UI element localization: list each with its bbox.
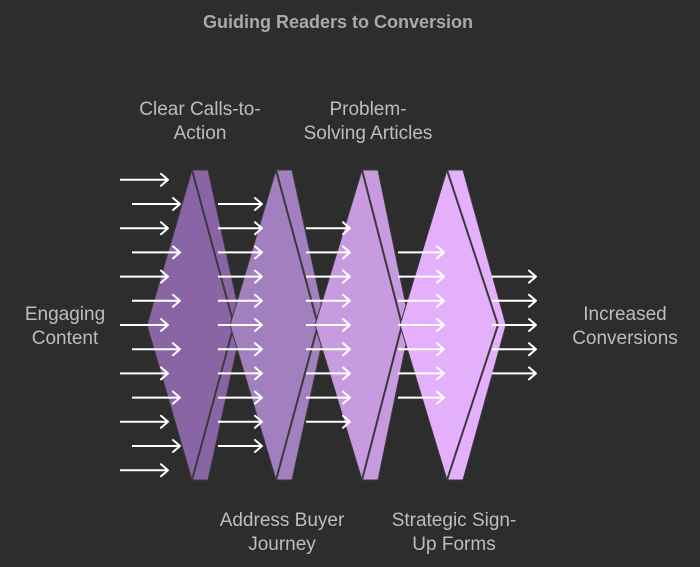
flow-arrow (120, 366, 169, 381)
flow-arrow (132, 342, 181, 357)
flow-arrow (306, 318, 351, 332)
flow-arrow (398, 318, 445, 332)
input-label: Engaging Content (24, 304, 106, 349)
flow-arrow (398, 293, 445, 308)
flow-arrow (398, 342, 445, 357)
flow-arrow (218, 221, 263, 236)
flow-arrow (306, 269, 351, 284)
flow-arrow (218, 342, 263, 357)
flow-arrow (306, 293, 351, 308)
flow-arrow (306, 366, 351, 381)
flow-arrow (218, 366, 263, 381)
flow-arrow (306, 245, 351, 260)
flow-arrow (306, 221, 351, 236)
flow-arrow (218, 439, 263, 453)
flow-arrow (492, 269, 537, 284)
flow-arrow (120, 318, 169, 332)
flow-arrow (218, 293, 263, 308)
flow-arrow (398, 269, 445, 284)
flow-arrow (132, 390, 181, 405)
stage-label-clear-calls-to-action: Clear Calls-to- Action (139, 99, 261, 144)
flow-arrow (120, 463, 169, 478)
flow-arrow (120, 221, 169, 236)
flow-arrow (398, 390, 445, 405)
flow-arrow (492, 366, 537, 381)
flow-arrow (218, 414, 263, 429)
flow-arrow (218, 197, 263, 211)
flow-arrow (132, 197, 181, 211)
flow-arrow (132, 439, 181, 453)
flow-arrow (492, 318, 537, 332)
flow-arrow (132, 293, 181, 308)
flow-arrow (306, 342, 351, 357)
flow-arrow (306, 414, 351, 429)
flow-arrow (398, 366, 445, 381)
flow-arrow (218, 245, 263, 260)
flow-arrow (120, 414, 169, 429)
stage-label-problem-solving-articles: Problem- Solving Articles (303, 99, 433, 144)
flow-arrow (132, 245, 181, 260)
flow-arrow (492, 342, 537, 357)
diagram-title: Guiding Readers to Conversion (202, 12, 474, 32)
flow-arrow (120, 269, 169, 284)
flow-arrow (218, 318, 263, 332)
output-label: Increased Conversions (572, 304, 678, 349)
flow-arrow (306, 390, 351, 405)
stage-label-strategic-sign-up-forms: Strategic Sign- Up Forms (391, 510, 517, 555)
flow-arrow (218, 390, 263, 405)
flow-arrow (218, 269, 263, 284)
flow-arrow (492, 293, 537, 308)
flow-arrow (120, 172, 169, 187)
flow-arrow (398, 245, 445, 260)
stage-label-address-buyer-journey: Address Buyer Journey (219, 510, 345, 555)
stage-shape-4 (399, 169, 507, 481)
